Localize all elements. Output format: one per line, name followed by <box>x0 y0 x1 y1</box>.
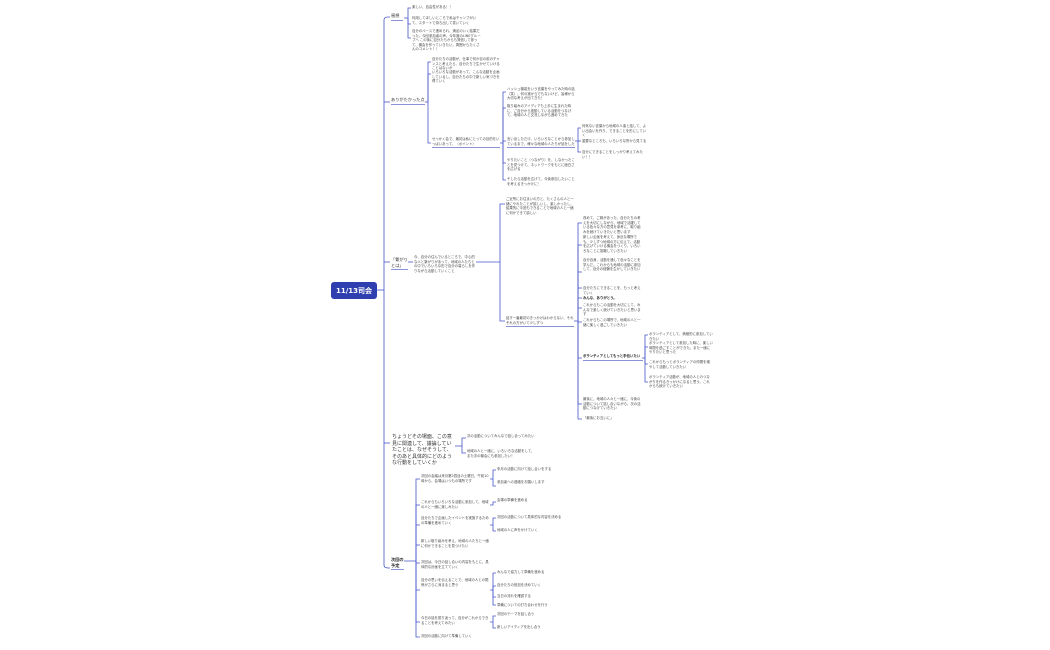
next-item[interactable]: これからもいろいろな活動に参加して、地域の人と一緒に楽しみたい <box>421 500 489 509</box>
next-sub[interactable]: 次回のテーマを話し合う <box>497 612 535 616</box>
yokatta-item[interactable]: 自分たちの活動が、仕事で何か目の前のチャンスと考えたら、自分たちで生かせていける… <box>432 57 500 71</box>
next-item[interactable]: 自分たちで企画したイベントを実施するための準備を進めていく <box>421 516 489 525</box>
yokatta-leaf[interactable]: 重要なところも、いろいろな所から見てる <box>582 139 647 143</box>
next-item[interactable]: 次回の会議は来月第2週目の土曜日、午前10時から、会場はいつもの場所です <box>421 474 489 483</box>
yokatta-sub[interactable]: 言い出しただけ、いろいろなことから参加しているまで、様々な地域の人たちが話をした <box>507 137 575 149</box>
volunteer-item[interactable]: ボランティアとして、積極的に参加していきたい <box>649 332 713 341</box>
kanso-item[interactable]: 楽しい、自由性がある！！ <box>412 5 453 9</box>
next-sub[interactable]: 参加者への連絡をお願いします <box>497 480 545 484</box>
keizoku-bottom[interactable]: 最後に、地域の人々と一緒に、今後の活動について話し合いながら、次の活動につなげて… <box>583 397 641 411</box>
keizoku-sub[interactable]: これからもこの場所で、地域の人と一緒に楽しく過ごしていきたい <box>583 318 641 327</box>
next-sub[interactable]: 来月の活動に向けて話し合いをする <box>497 467 552 471</box>
next-sub[interactable]: 当日の流れを確認する <box>497 594 531 598</box>
keizoku-bottom2[interactable]: 「最後にお互いに」 <box>583 416 614 420</box>
next-sub[interactable]: 自分たちの役割を決めていく <box>497 583 542 587</box>
branch-question[interactable]: ちょうどその場面、この意見に関連して、議論していたことは、なぜそうして、そのあと… <box>392 434 453 467</box>
next-item[interactable]: 次回は、今日の話し合いの内容をもとに、具体的な計画を立てていく <box>421 560 489 569</box>
yokatta-sub[interactable]: やりたいこと（つながり）を、しなかったことを見つけて、ネットワークをもとに面白さ… <box>507 158 575 172</box>
branch-kanso[interactable]: 感想 <box>391 13 403 21</box>
kanso-item[interactable]: 自分のペースで進められ、満足のいく結果だった。今回参加者の声、今年度のLINEグ… <box>412 29 481 52</box>
next-item[interactable]: 新しい取り組みを考え、地域の人たちと一緒に何かできることを見つけたい <box>421 539 489 548</box>
keizoku-sub[interactable]: これからもこの活動を大切にして、みんなで楽しく続けていきたいと思います <box>583 303 641 317</box>
next-item[interactable]: 次回の活動に向けて準備していく <box>421 634 472 638</box>
yokatta-item[interactable]: せっかく会で、最初は私にとっての目的をいっぱいあって、（ポイント） <box>432 137 500 149</box>
branch-keizoku[interactable]: 「繋がりとは」 <box>391 257 408 271</box>
next-sub[interactable]: 会場の準備を進める <box>497 498 528 502</box>
keizoku-item[interactable]: 話す一番最初のきっかけはわからない、それぞれの方がいて少しずつ <box>506 316 574 328</box>
volunteer-item[interactable]: ボランティアとして参加した時に、楽しい時間を過ごすことができた。また一緒にやりた… <box>649 341 713 355</box>
next-item[interactable]: 自分の思いを伝えることで、地域の人との関係がさらに深まると思う <box>421 578 489 587</box>
next-item[interactable]: 今日の話を振り返って、自分がこれからできることを考えてみたい <box>421 616 489 625</box>
question-item[interactable]: 地域の人と一緒に、いろいろな活動をして、また次の機会にも参加したい！ <box>467 449 535 458</box>
keizoku-sub[interactable]: みんな、ありがとう。 <box>583 296 617 300</box>
kanso-item[interactable]: 利用してほしいところで私はチャンプがいて、スタートで持ち出して書いていく <box>412 16 477 25</box>
volunteer-item[interactable]: これからもっとボランティアの仲間を増やして活動していきたい <box>649 360 710 369</box>
volunteer-item[interactable]: ボランティア活動が、地域の人とのつながりを作るきっかけになると思う。これからも続… <box>649 375 710 389</box>
keizoku-sub[interactable]: 自分自身、活動を通して色々なことを学んだ。これからも地域の活動に参加して、自分の… <box>583 258 641 272</box>
keizoku-volunteer[interactable]: ボランティアとしてもっと手伝いたい <box>583 354 643 361</box>
branch-yokatta[interactable]: ありがたかった点 <box>391 97 425 105</box>
yokatta-item[interactable]: いろいろな活動があって、こんな活動を企画しているし、自分たちの中で新しい気づきを… <box>432 70 500 84</box>
question-item[interactable]: 次の活動についてみんなで話し合ってみたい <box>467 434 535 438</box>
yokatta-sub[interactable]: 取り組みのアイディアも上手に生まれた時に、ご自分から連動している活動をつなげて、… <box>507 104 572 118</box>
keizoku-sub[interactable]: 自分たちにできることを、もっと考えていく <box>583 286 641 295</box>
next-sub[interactable]: みんなで協力して準備を進める <box>497 570 545 574</box>
keizoku-sub[interactable]: 新しい企画を考えて、身近な場所でも、少しずつ地域の方に伝えて、活動を広げていける… <box>583 235 641 253</box>
yokatta-leaf[interactable]: 自分にできることをしっかり考えてみたい！！ <box>582 150 643 159</box>
next-sub[interactable]: 新しいアイディアを出し合う <box>497 625 541 629</box>
keizoku-sub[interactable]: 改めて、ご縁があった、自分たちの考えを大切にしながら、地域で活躍している色々な方… <box>583 216 641 234</box>
next-sub[interactable]: 次回の活動について具体的な内容を決める <box>497 515 562 519</box>
yokatta-leaf[interactable]: 何気ない言葉から地域の人達と話して、よい出会いを作り、できることを形にしていく <box>582 124 647 138</box>
yokatta-sub[interactable]: ハッシュ機能をいう言葉をやってみた時の話（笑）。何の実からでもないけど、皆様から… <box>507 87 575 101</box>
root-node[interactable]: 11/13司会 <box>331 282 377 299</box>
next-sub[interactable]: 準備についての打ち合わせを行う <box>497 603 548 607</box>
keizoku-intro[interactable]: 今、自分の住んでいるところで、中心的な人と繋がりがあって、地域の人たちとの中でい… <box>414 255 476 273</box>
branch-next[interactable]: 次回の予定 <box>391 557 404 571</box>
next-sub[interactable]: 地域の人に声をかけていく <box>497 528 538 532</box>
yokatta-sub[interactable]: そしたら活動を広げて、今後参加したいことを考えるきっかけに！ <box>507 177 575 186</box>
keizoku-item[interactable]: ご近所にお住まいの方と、たくさんの人と一緒にやれたことが嬉しいし、楽しかったし、… <box>506 197 574 215</box>
